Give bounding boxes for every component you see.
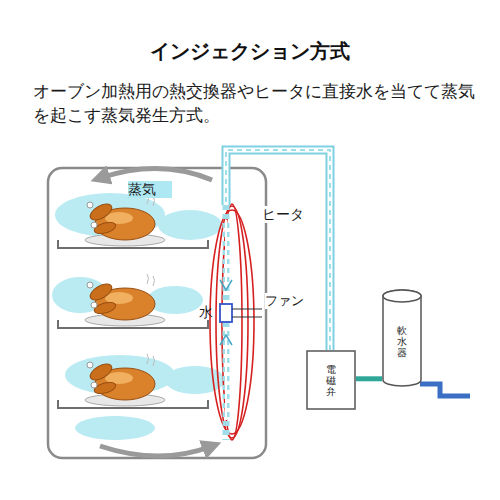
oven-rack: [58, 240, 208, 408]
fan: [220, 304, 262, 322]
cylinder-top: [383, 290, 421, 302]
solenoid-valve-box: 電磁弁: [306, 350, 356, 410]
valve-rect: [307, 351, 355, 409]
node-label: 電磁弁: [326, 364, 336, 397]
oven-housing: [48, 168, 266, 458]
pipe-connector: [356, 376, 382, 381]
water-label: 水: [199, 304, 217, 321]
fan-label: ファン: [265, 293, 321, 309]
cylinder-body: [383, 290, 421, 386]
water-softener-cylinder: 軟水器: [382, 290, 422, 386]
water-pipe: [226, 150, 330, 350]
description-text: オーブン加熱用の熱交換器やヒータに直接水を当てて蒸気を起こす蒸気発生方式。: [33, 80, 478, 128]
heater-coil: [210, 204, 254, 440]
water-duct: [220, 205, 232, 440]
steam-cloud: [52, 193, 225, 440]
airflow-arrow: [100, 446, 212, 456]
heater-label: ヒータ: [262, 206, 322, 223]
supply-pipe: [420, 384, 470, 396]
node-label: 軟水器: [397, 325, 407, 358]
airflow-arrow: [100, 168, 212, 180]
steam-label: 蒸気: [128, 181, 172, 198]
diagram-title: インジェクション方式: [0, 38, 500, 65]
